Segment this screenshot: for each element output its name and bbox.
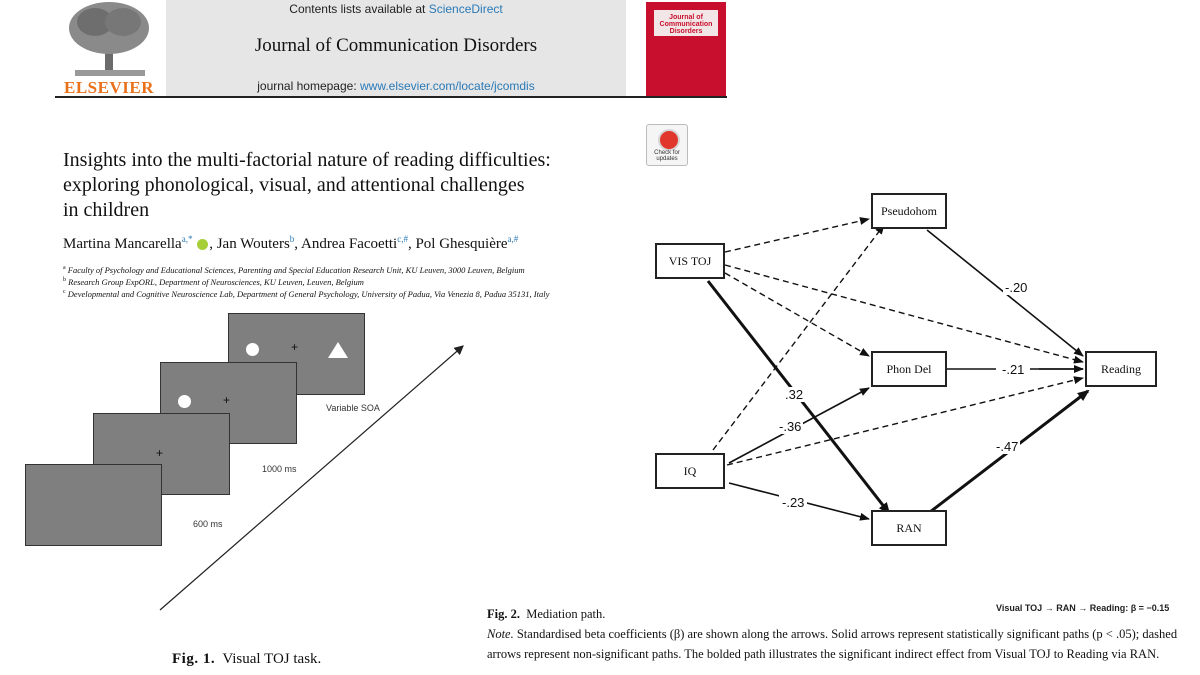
cover-title: Journal of Communication Disorders (659, 14, 713, 35)
affiliation-text: Faculty of Psychology and Educational Sc… (67, 265, 525, 275)
stimulus-screen-0 (25, 464, 162, 546)
node-iq: IQ (655, 453, 725, 489)
author-affiliation-mark[interactable]: a,# (507, 234, 519, 244)
time-arrow (159, 345, 464, 611)
node-pseudohom: Pseudohom (871, 193, 947, 229)
author-name[interactable]: Jan Wouters (216, 236, 290, 252)
journal-header-band (166, 0, 626, 96)
author-name[interactable]: Andrea Facoetti (300, 236, 398, 252)
author-name[interactable]: Pol Ghesquière (415, 236, 508, 252)
node-phondel: Phon Del (871, 351, 947, 387)
coef-ran-reading: -.47 (994, 439, 1021, 454)
fig2-caption-label: Fig. 2. (487, 607, 520, 621)
circle-stimulus (246, 343, 259, 356)
article-title: Insights into the multi-factorial nature… (63, 148, 623, 223)
fixation-cross: + (291, 340, 299, 354)
author-name[interactable]: Martina Mancarella (63, 236, 182, 252)
fig2-caption-title-line: Fig. 2. Mediation path. (487, 604, 1197, 624)
coef-pseudohom-reading: -.20 (1003, 280, 1030, 295)
publisher-name: ELSEVIER (64, 78, 154, 97)
coef-phondel-reading: -.21 (996, 362, 1031, 377)
affiliation-mark: a (63, 265, 66, 272)
affiliation-mark: b (63, 277, 66, 284)
homepage-link[interactable]: www.elsevier.com/locate/jcomdis (360, 79, 535, 93)
fixation-cross: + (156, 446, 164, 460)
duration-label-1000: 1000 ms (262, 464, 297, 474)
fig2-caption-title: Mediation path. (526, 607, 606, 621)
fig2-caption: Fig. 2. Mediation path. Note. Standardis… (487, 604, 1197, 664)
cover-title-panel (654, 10, 718, 36)
article-title-line: in children (63, 199, 150, 221)
article-title-line: exploring phonological, visual, and atte… (63, 174, 525, 196)
author-affiliation-mark[interactable]: c,# (397, 234, 408, 244)
duration-label-soa: Variable SOA (326, 403, 380, 413)
author-affiliation-mark[interactable]: a,* (181, 234, 193, 244)
triangle-stimulus (328, 342, 348, 358)
fig2-note-label: Note. (487, 627, 514, 641)
crossmark-label: Check for updates (654, 150, 680, 162)
path-iq-pseudohom (712, 224, 885, 451)
node-vistoj: VIS TOJ (655, 243, 725, 279)
coef-vistoj-ran: .32 (783, 387, 806, 402)
author-affiliation-mark[interactable]: b (289, 234, 295, 244)
crossmark-icon (658, 129, 680, 151)
journal-title: Journal of Communication Disorders (254, 35, 538, 56)
fixation-cross: + (223, 393, 231, 407)
homepage-line: journal homepage: www.elsevier.com/locat… (166, 79, 626, 93)
author-list: Martina Mancarellaa,* , Jan Woutersb, An… (63, 234, 519, 252)
indirect-effect-label: Visual TOJ → RAN → Reading: β = −0.15 (996, 603, 1170, 613)
affiliation: c Developmental and Cognitive Neuroscien… (63, 289, 623, 299)
contents-line: Contents lists available at ScienceDirec… (166, 2, 626, 16)
path-vistoj-phondel (724, 272, 870, 357)
coef-iq-phondel: -.36 (777, 419, 804, 434)
affiliation-mark: c (63, 289, 66, 296)
elsevier-tree-logo (55, 0, 165, 96)
fig1-caption-label: Fig. 1. (172, 651, 216, 667)
path-vistoj-pseudohom (724, 217, 870, 253)
node-reading: Reading (1085, 351, 1157, 387)
circle-stimulus (178, 395, 191, 408)
path-vistoj-reading (724, 264, 1084, 364)
fig1-caption-text: Visual TOJ task. (222, 651, 322, 667)
orcid-icon[interactable] (197, 239, 209, 251)
journal-cover-image: Journal of Communication Disorders (646, 2, 726, 96)
contents-prefix: Contents lists available at (289, 2, 429, 16)
fig2-note: Note. Standardised beta coefficients (β)… (487, 624, 1197, 664)
affiliation-text: Developmental and Cognitive Neuroscience… (67, 289, 550, 299)
homepage-prefix: journal homepage: (257, 79, 360, 93)
path-iq-reading (726, 376, 1084, 466)
coef-iq-ran: -.23 (779, 495, 808, 510)
article-title-line: Insights into the multi-factorial nature… (63, 149, 551, 171)
fig1-caption: Fig. 1. Visual TOJ task. (172, 651, 321, 668)
duration-label-600: 600 ms (193, 519, 223, 529)
affiliation-text: Research Group ExpORL, Department of Neu… (68, 277, 364, 287)
affiliation: a Faculty of Psychology and Educational … (63, 265, 623, 275)
sciencedirect-link[interactable]: ScienceDirect (428, 2, 503, 16)
fig2-note-text: Standardised beta coefficients (β) are s… (487, 627, 1178, 661)
check-for-updates-badge[interactable]: Check for updates (646, 124, 688, 166)
node-ran: RAN (871, 510, 947, 546)
affiliation: b Research Group ExpORL, Department of N… (63, 277, 623, 287)
mediation-diagram: Pseudohom VIS TOJ Phon Del Reading IQ RA… (640, 175, 1200, 575)
header-rule (55, 96, 727, 98)
